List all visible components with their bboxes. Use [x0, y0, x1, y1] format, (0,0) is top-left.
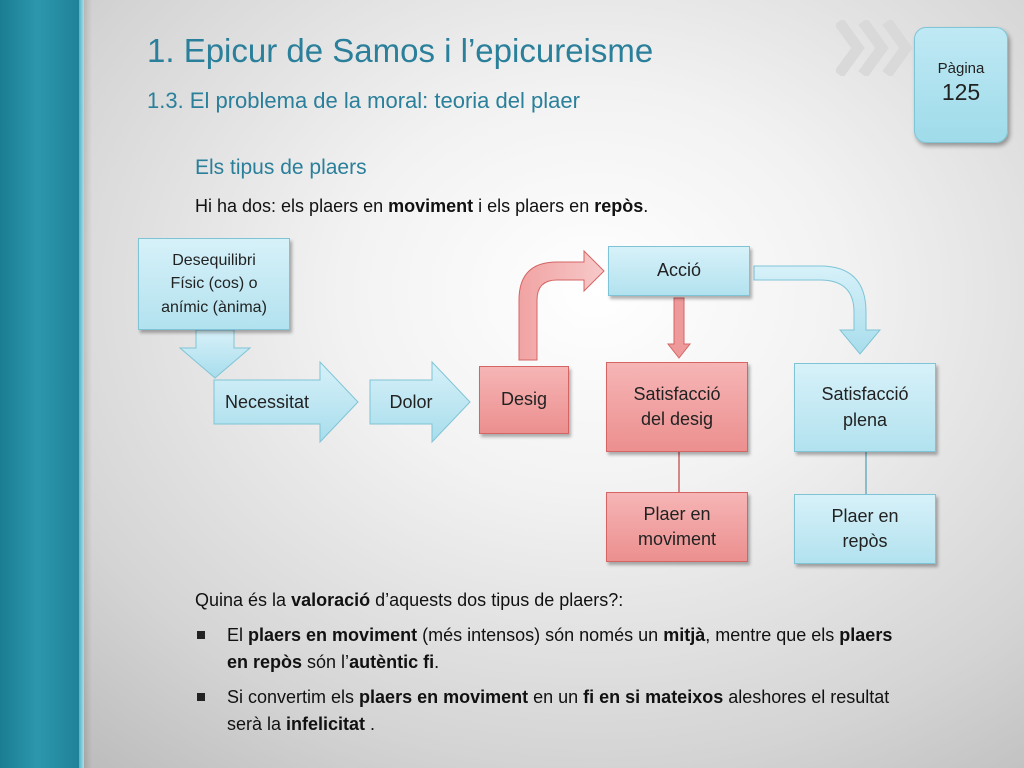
slide-title: 1. Epicur de Samos i l’epicureisme — [147, 32, 654, 69]
valoracio-question: Quina és la valoració d’aquests dos tipu… — [195, 590, 624, 610]
satisfaccio-desig-box: Satisfacció del desig — [606, 362, 748, 452]
plaer-repos-line1: Plaer en — [831, 505, 899, 526]
slide-subtitle: 1.3. El problema de la moral: teoria del… — [147, 88, 580, 113]
list-item: Si convertim els plaers en moviment en u… — [195, 684, 915, 738]
satisfaccio-plena-line2: plena — [842, 409, 888, 430]
plaer-repos-line2: repòs — [842, 531, 888, 551]
page-label: Pàgina — [937, 60, 985, 77]
desig-label: Desig — [500, 389, 548, 410]
plaer-moviment-line2: moviment — [637, 529, 717, 549]
chevrons-decoration-icon — [836, 20, 913, 76]
dolor-label: Dolor — [389, 392, 433, 412]
down-arrow-icon — [178, 329, 252, 379]
plaer-moviment-box: Plaer en moviment — [606, 492, 748, 562]
satisfaccio-desig-line2: del desig — [640, 409, 714, 429]
desequilibri-line3: anímic (ànima) — [161, 298, 267, 316]
plaer-moviment-line1: Plaer en — [643, 503, 711, 524]
accio-box: Acció — [608, 246, 750, 296]
blue-curved-arrow-icon — [753, 265, 882, 355]
satisfaccio-desig-line1: Satisfacció — [633, 383, 721, 404]
red-down-arrow-icon — [666, 297, 692, 359]
desequilibri-box: Desequilibri Físic (cos) o anímic (ànima… — [138, 238, 290, 330]
desig-box: Desig — [479, 366, 569, 434]
red-curved-arrow-icon — [518, 249, 605, 361]
square-bullet-icon — [197, 693, 205, 701]
section-heading: Els tipus de plaers — [195, 156, 367, 179]
section-intro: Hi ha dos: els plaers en moviment i els … — [195, 196, 649, 216]
sidebar-bar — [0, 0, 84, 768]
list-item-text: El plaers en moviment (més intensos) són… — [227, 625, 893, 672]
list-item: El plaers en moviment (més intensos) són… — [195, 622, 915, 676]
square-bullet-icon — [197, 631, 205, 639]
sidebar-shadow — [84, 0, 92, 768]
plaer-repos-box: Plaer en repòs — [794, 494, 936, 564]
accio-label: Acció — [656, 260, 701, 281]
list-item-text: Si convertim els plaers en moviment en u… — [227, 687, 890, 734]
page-badge: Pàgina 125 — [914, 27, 1008, 143]
page-number: 125 — [941, 79, 981, 105]
valoracio-list: El plaers en moviment (més intensos) són… — [195, 622, 915, 746]
desequilibri-line2: Físic (cos) o — [170, 275, 258, 293]
satisfaccio-plena-line1: Satisfacció — [821, 384, 909, 405]
satisfaccio-plena-box: Satisfacció plena — [794, 363, 936, 452]
desequilibri-title: Desequilibri — [172, 252, 256, 270]
necessitat-label: Necessitat — [224, 392, 310, 412]
